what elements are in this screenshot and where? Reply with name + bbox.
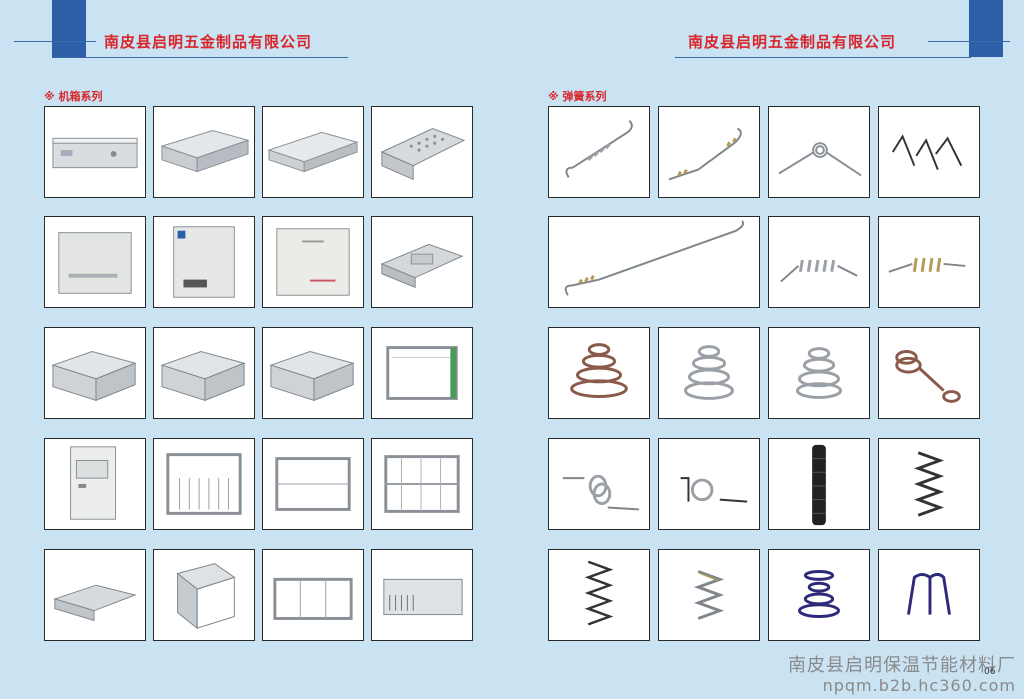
chassis-series-title: ※ 机箱系列 <box>44 90 103 103</box>
spring-series-title: ※ 弹簧系列 <box>548 90 607 103</box>
chassis-item <box>262 106 364 198</box>
left-corner-block <box>52 0 86 57</box>
right-header-line-long <box>675 57 971 58</box>
spring-item <box>878 438 980 530</box>
left-page: 南皮县启明五金制品有限公司 ※ 机箱系列 <box>14 0 473 641</box>
chassis-image <box>52 137 138 169</box>
spring-item <box>658 438 760 530</box>
chassis-item <box>262 327 364 419</box>
chassis-item <box>44 327 146 419</box>
spring-item <box>878 327 980 419</box>
spring-item <box>548 106 650 198</box>
spring-item <box>768 549 870 641</box>
spring-item <box>768 106 870 198</box>
chassis-item <box>44 438 146 530</box>
chassis-item <box>371 549 473 641</box>
right-company-title: 南皮县启明五金制品有限公司 <box>688 33 897 51</box>
left-header-line-long <box>52 57 348 58</box>
chassis-item <box>371 216 473 308</box>
spring-item <box>768 216 870 308</box>
left-company-title: 南皮县启明五金制品有限公司 <box>104 33 313 51</box>
chassis-item <box>153 216 255 308</box>
spring-item <box>878 216 980 308</box>
watermark-company: 南皮县启明保温节能材料厂 <box>788 655 1016 676</box>
chassis-item <box>371 438 473 530</box>
chassis-item <box>371 327 473 419</box>
right-header-line-short <box>928 41 1010 42</box>
chassis-item <box>44 216 146 308</box>
watermark-url: npqm.b2b.hc360.com <box>822 676 1016 695</box>
page-number: 06 <box>984 667 996 677</box>
spring-item <box>548 216 760 308</box>
spring-item <box>768 327 870 419</box>
spring-item <box>548 438 650 530</box>
chassis-item <box>44 106 146 198</box>
spring-item <box>878 549 980 641</box>
spring-item <box>548 327 650 419</box>
chassis-item <box>371 106 473 198</box>
chassis-item <box>153 549 255 641</box>
spring-item <box>658 327 760 419</box>
left-header-line-short <box>14 41 96 42</box>
chassis-item <box>153 438 255 530</box>
chassis-item <box>44 549 146 641</box>
chassis-item <box>262 549 364 641</box>
spring-item <box>768 438 870 530</box>
chassis-item <box>153 106 255 198</box>
spring-item <box>658 549 760 641</box>
spring-item <box>658 106 760 198</box>
chassis-item <box>262 216 364 308</box>
right-page: 南皮县启明五金制品有限公司 ※ 弹簧系列 <box>512 0 1024 699</box>
right-corner-block <box>969 0 1003 57</box>
chassis-item <box>153 327 255 419</box>
spring-item <box>878 106 980 198</box>
chassis-item <box>262 438 364 530</box>
spring-item <box>548 549 650 641</box>
